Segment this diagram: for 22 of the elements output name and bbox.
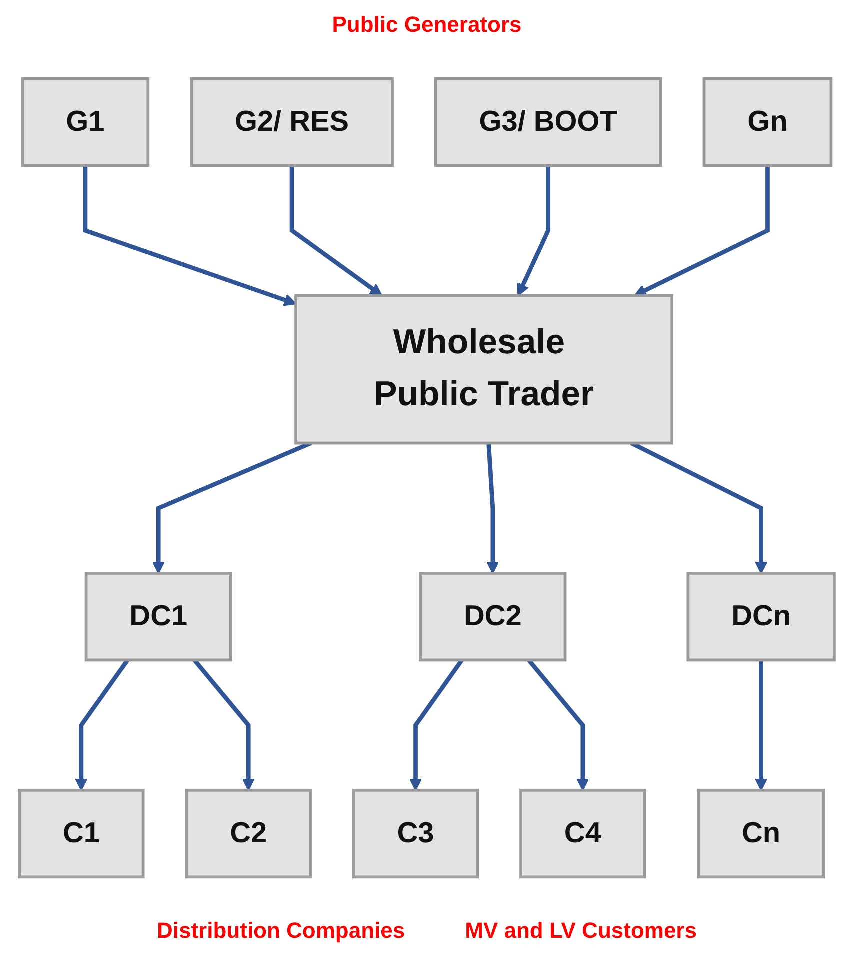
arrow xyxy=(290,166,383,296)
node-box: DCn xyxy=(686,572,836,662)
group-heading: MV and LV Customers xyxy=(465,918,697,944)
arrow xyxy=(83,166,297,306)
arrow xyxy=(754,660,768,791)
node-box: C2 xyxy=(185,788,312,879)
node-box: Gn xyxy=(702,77,833,168)
arrow xyxy=(486,443,500,574)
node-box: C4 xyxy=(520,788,646,879)
node-box: G3/ BOOT xyxy=(434,77,662,168)
node-box: G1 xyxy=(21,77,150,168)
node-box: DC2 xyxy=(419,572,567,662)
arrow xyxy=(517,166,551,296)
arrow xyxy=(634,166,770,296)
node-box: Cn xyxy=(697,788,826,879)
node-box: C1 xyxy=(18,788,145,879)
node-box: DC1 xyxy=(84,572,232,662)
node-box: Wholesale Public Trader xyxy=(294,294,674,445)
node-box: C3 xyxy=(352,788,480,879)
group-heading: Public Generators xyxy=(332,12,522,38)
group-heading: Distribution Companies xyxy=(157,918,406,944)
node-box: G2/ RES xyxy=(190,77,394,168)
